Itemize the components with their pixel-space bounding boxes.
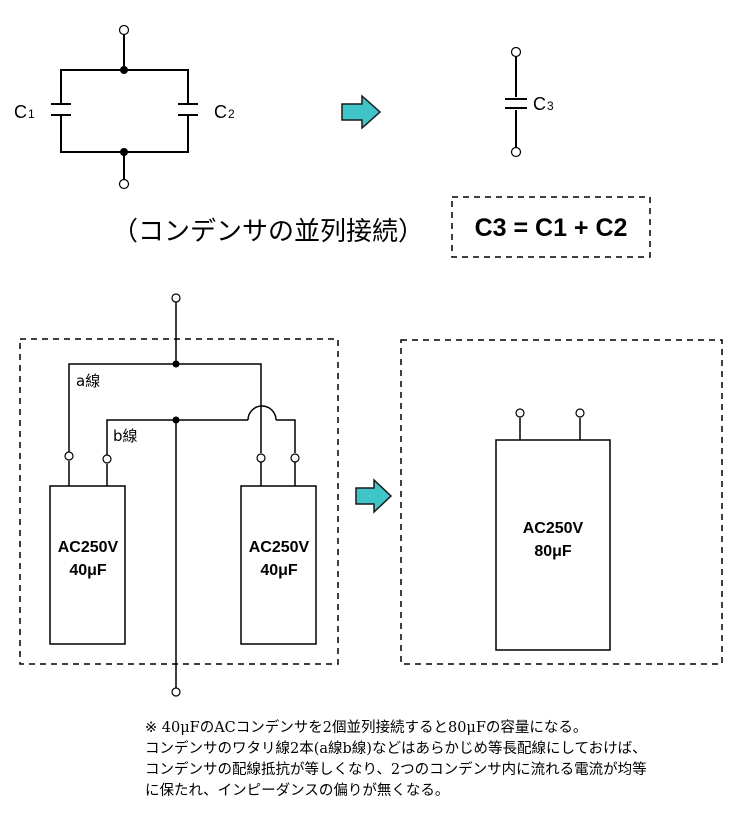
capacitor-3-capacitance: 80μF [534, 543, 572, 560]
notes: ※ 40μFのACコンデンサを2個並列接続すると80μFの容量になる。 コンデン… [145, 718, 735, 802]
note-line: コンデンサの配線抵抗が等しくなり、2つのコンデンサ内に流れる電流が均等 [145, 762, 647, 778]
formula-text: C3 = C1 + C2 [475, 214, 628, 242]
capacitor-3 [495, 439, 611, 651]
note-line: に保たれ、インピーダンスの偏りが無くなる。 [145, 783, 450, 799]
capacitor-1 [49, 485, 126, 645]
wiring-box [19, 338, 339, 665]
terminal-top [118, 24, 130, 36]
capacitor-2 [240, 485, 317, 645]
capacitor-3-voltage: AC250V [523, 520, 584, 537]
terminal-bottom [118, 178, 130, 190]
capacitor-1-capacitance: 40μF [69, 562, 107, 579]
wire-b-label: b線 [113, 427, 138, 445]
equivalent-schematic [505, 46, 527, 158]
caption-parallel: （コンデンサの並列接続） [112, 217, 424, 247]
capacitor-2-capacitance: 40μF [260, 562, 298, 579]
wiring [64, 293, 300, 697]
formula-box [451, 196, 651, 258]
wire-a-label: a線 [76, 372, 100, 390]
c1-label: C1 [14, 102, 35, 122]
arrow-icon [341, 94, 382, 130]
arrow-icon [355, 478, 393, 514]
parallel-schematic [50, 24, 200, 190]
capacitor-1-voltage: AC250V [58, 539, 119, 556]
capacitor-2-voltage: AC250V [249, 539, 310, 556]
c2-label: C2 [214, 102, 235, 122]
c3-label: C3 [533, 94, 554, 114]
equivalent-box [400, 339, 723, 665]
note-line: ※ 40μFのACコンデンサを2個並列接続すると80μFの容量になる。 [145, 720, 588, 736]
note-line: コンデンサのワタリ線2本(a線b線)などはあらかじめ等長配線にしておけば、 [145, 741, 647, 757]
